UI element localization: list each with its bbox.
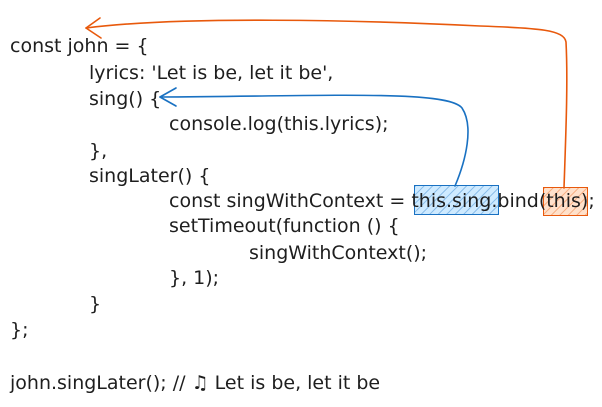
bound-method-highlight (414, 185, 499, 215)
code-line-1: const john = { (10, 35, 149, 57)
code-line-4: console.log(this.lyrics); (169, 113, 389, 135)
code-line-6: singLater() { (89, 165, 211, 187)
code-line-2: lyrics: 'Let is be, let it be', (89, 62, 334, 84)
code-line-5: }, (89, 140, 108, 162)
code-line-12: }; (10, 319, 29, 341)
code-line-13: john.singLater(); // ♫ Let is be, let it… (10, 372, 381, 394)
code-line-7: const singWithContext = this.sing.bind(t… (169, 190, 595, 212)
code-line-3: sing() { (89, 88, 162, 110)
code-line-9: singWithContext(); (249, 242, 428, 264)
code-line-8: setTimeout(function () { (169, 215, 400, 237)
code-line-10: }, 1); (169, 267, 220, 289)
code-line-11: } (89, 293, 102, 315)
